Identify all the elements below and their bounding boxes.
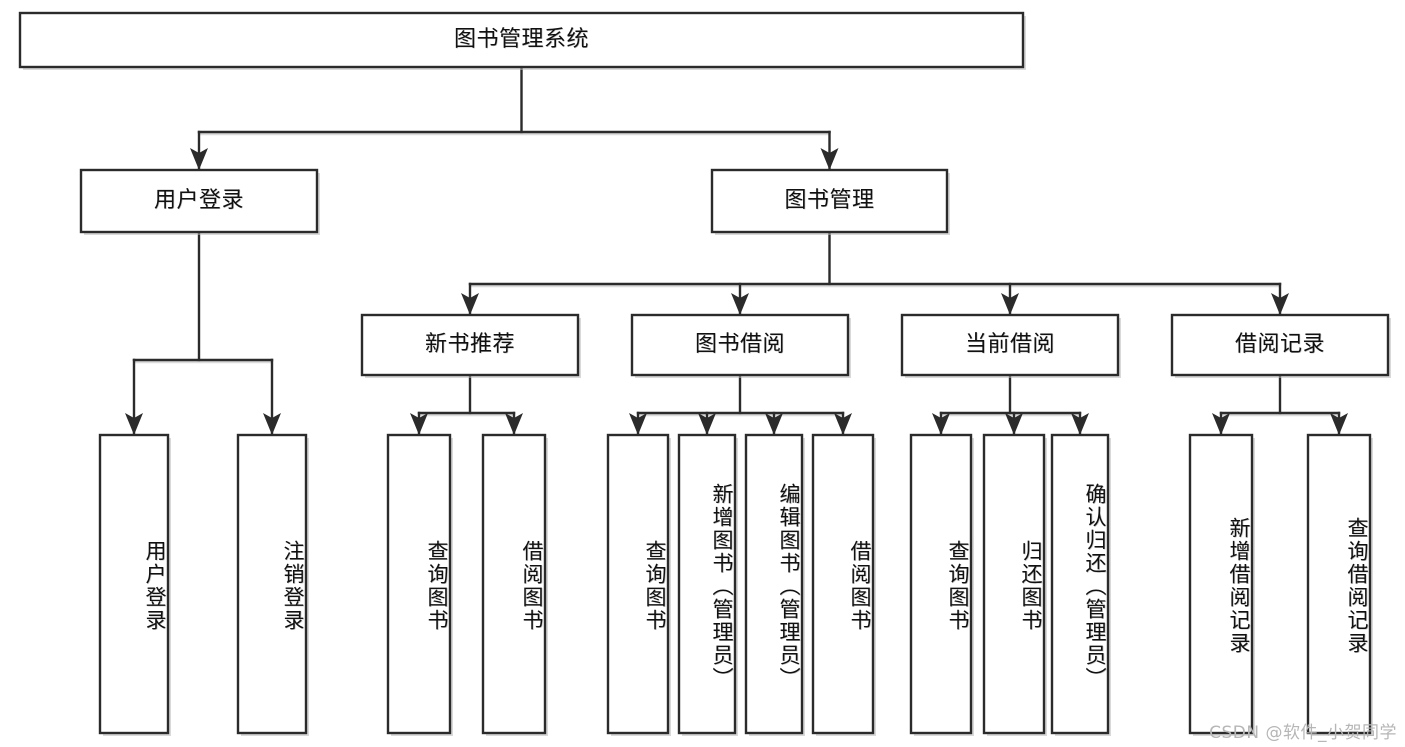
connector-arrowhead (505, 413, 523, 435)
connector-arrowhead (629, 413, 647, 435)
node-box-leaf-add-book-admin[interactable] (677, 433, 737, 735)
connector-layer (125, 65, 1348, 436)
node-box-current-borrow[interactable] (900, 313, 1120, 377)
connector-arrowhead (1001, 293, 1019, 315)
connector-arrowhead (834, 413, 852, 435)
connector-arrowhead (765, 413, 783, 435)
box-layer (18, 11, 1391, 736)
node-box-leaf-borrow-book-2[interactable] (811, 433, 875, 735)
node-box-leaf-return-book[interactable] (982, 433, 1046, 735)
node-box-book-manage[interactable] (710, 168, 949, 234)
node-box-leaf-edit-book-admin[interactable] (744, 433, 804, 735)
node-box-user-login[interactable] (79, 168, 319, 234)
connector-arrowhead (125, 413, 143, 435)
node-box-leaf-add-borrow-record[interactable] (1188, 433, 1254, 735)
node-box-root[interactable] (18, 11, 1025, 69)
connector-arrowhead (410, 413, 428, 435)
node-box-new-book-rec[interactable] (360, 313, 580, 377)
connector-arrowhead (1005, 413, 1023, 435)
watermark-text: CSDN @软件_小贺同学 (1209, 723, 1397, 743)
node-box-leaf-borrow-book-1[interactable] (481, 433, 547, 735)
node-box-leaf-user-login[interactable] (98, 433, 170, 735)
connector-arrowhead (461, 293, 479, 315)
connector-arrowhead (731, 293, 749, 315)
connector-arrowhead (190, 148, 208, 170)
node-box-leaf-confirm-return-admin[interactable] (1050, 433, 1110, 735)
node-box-leaf-query-book-2[interactable] (606, 433, 670, 735)
node-box-leaf-query-book-3[interactable] (909, 433, 973, 735)
connector-arrowhead (932, 413, 950, 435)
connector-arrowhead (820, 148, 839, 170)
connector-arrowhead (263, 413, 281, 435)
connector-arrowhead (698, 413, 716, 435)
node-box-book-borrow[interactable] (630, 313, 850, 377)
node-box-leaf-query-borrow-record[interactable] (1306, 433, 1372, 735)
node-box-leaf-user-logout[interactable] (236, 433, 308, 735)
connector-arrowhead (1330, 413, 1348, 435)
connector-arrowhead (1212, 413, 1230, 435)
node-box-borrow-record[interactable] (1170, 313, 1390, 377)
connector-arrowhead (1071, 413, 1089, 435)
node-box-leaf-query-book-1[interactable] (386, 433, 452, 735)
connector-arrowhead (1271, 293, 1289, 315)
